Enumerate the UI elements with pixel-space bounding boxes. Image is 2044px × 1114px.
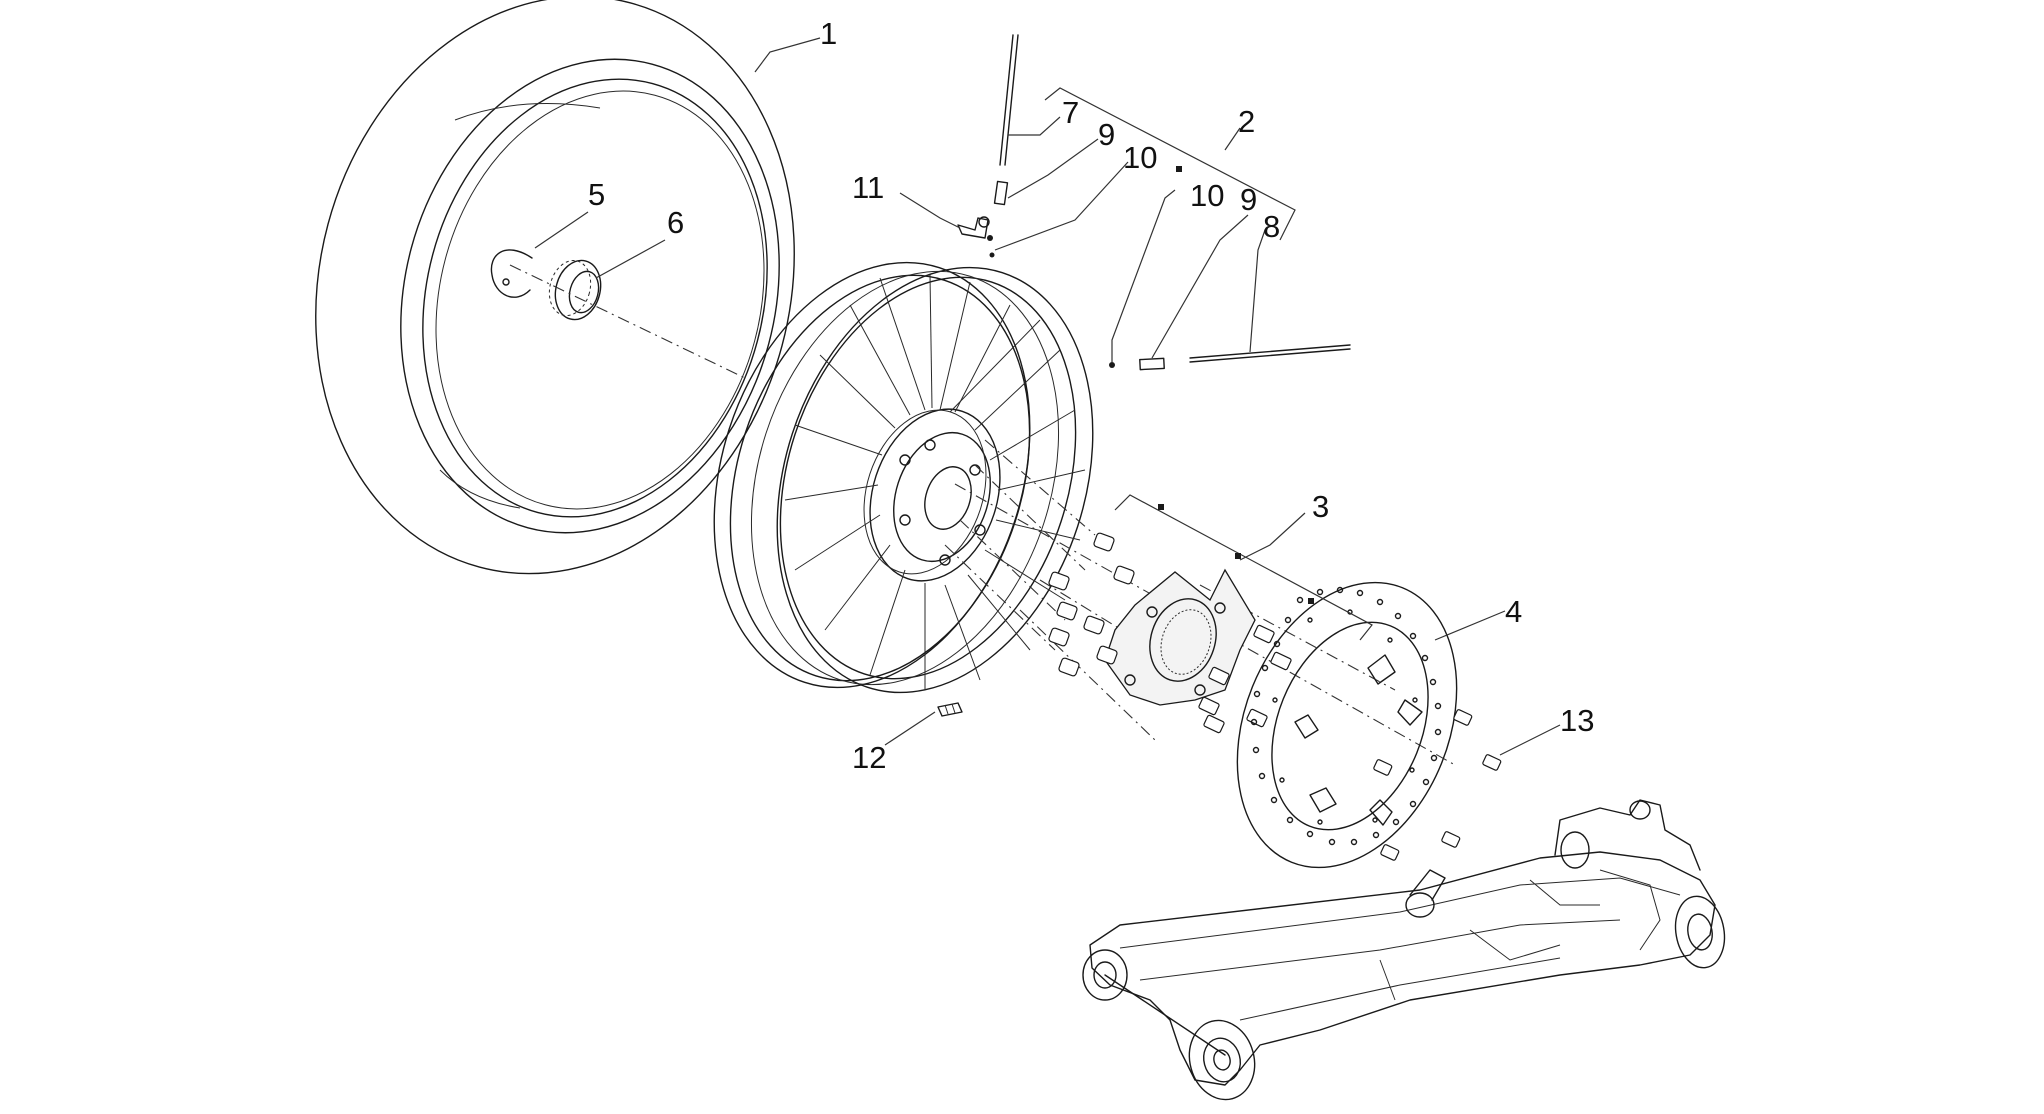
callout-3: 3 — [1312, 489, 1329, 524]
damper-bushes — [1048, 532, 1135, 677]
callout-5: 5 — [588, 177, 605, 212]
valve-stem-side — [1109, 344, 1351, 371]
callout-9-right: 9 — [1240, 182, 1257, 217]
swingarm — [1082, 799, 1726, 1101]
callout-1: 1 — [820, 16, 837, 51]
valve-elbow — [957, 216, 990, 239]
callout-2: 2 — [1238, 104, 1255, 139]
circlip — [490, 249, 533, 298]
bearing — [548, 259, 602, 321]
callout-7: 7 — [1062, 95, 1079, 130]
callout-10-right: 10 — [1190, 178, 1224, 213]
carrier-bolts — [1198, 624, 1292, 734]
callout-labels: 1 2 3 4 5 6 7 8 9 9 10 10 11 12 13 — [588, 16, 1594, 775]
sprocket-carrier — [1104, 568, 1256, 706]
leader-lines — [534, 37, 1561, 756]
valve-stem-top — [987, 34, 1019, 258]
tire — [315, 0, 795, 575]
wheel-rim — [713, 261, 1094, 694]
balance-weight — [937, 702, 963, 717]
callout-9-top: 9 — [1098, 117, 1115, 152]
disc-bolts — [1373, 709, 1502, 861]
callout-12: 12 — [852, 740, 886, 775]
brake-disc — [1236, 581, 1458, 869]
callout-4: 4 — [1505, 594, 1522, 629]
callout-13: 13 — [1560, 703, 1594, 738]
callout-11: 11 — [852, 170, 884, 205]
callout-10-top: 10 — [1123, 140, 1157, 175]
callout-6: 6 — [667, 205, 684, 240]
callout-8: 8 — [1263, 209, 1280, 244]
